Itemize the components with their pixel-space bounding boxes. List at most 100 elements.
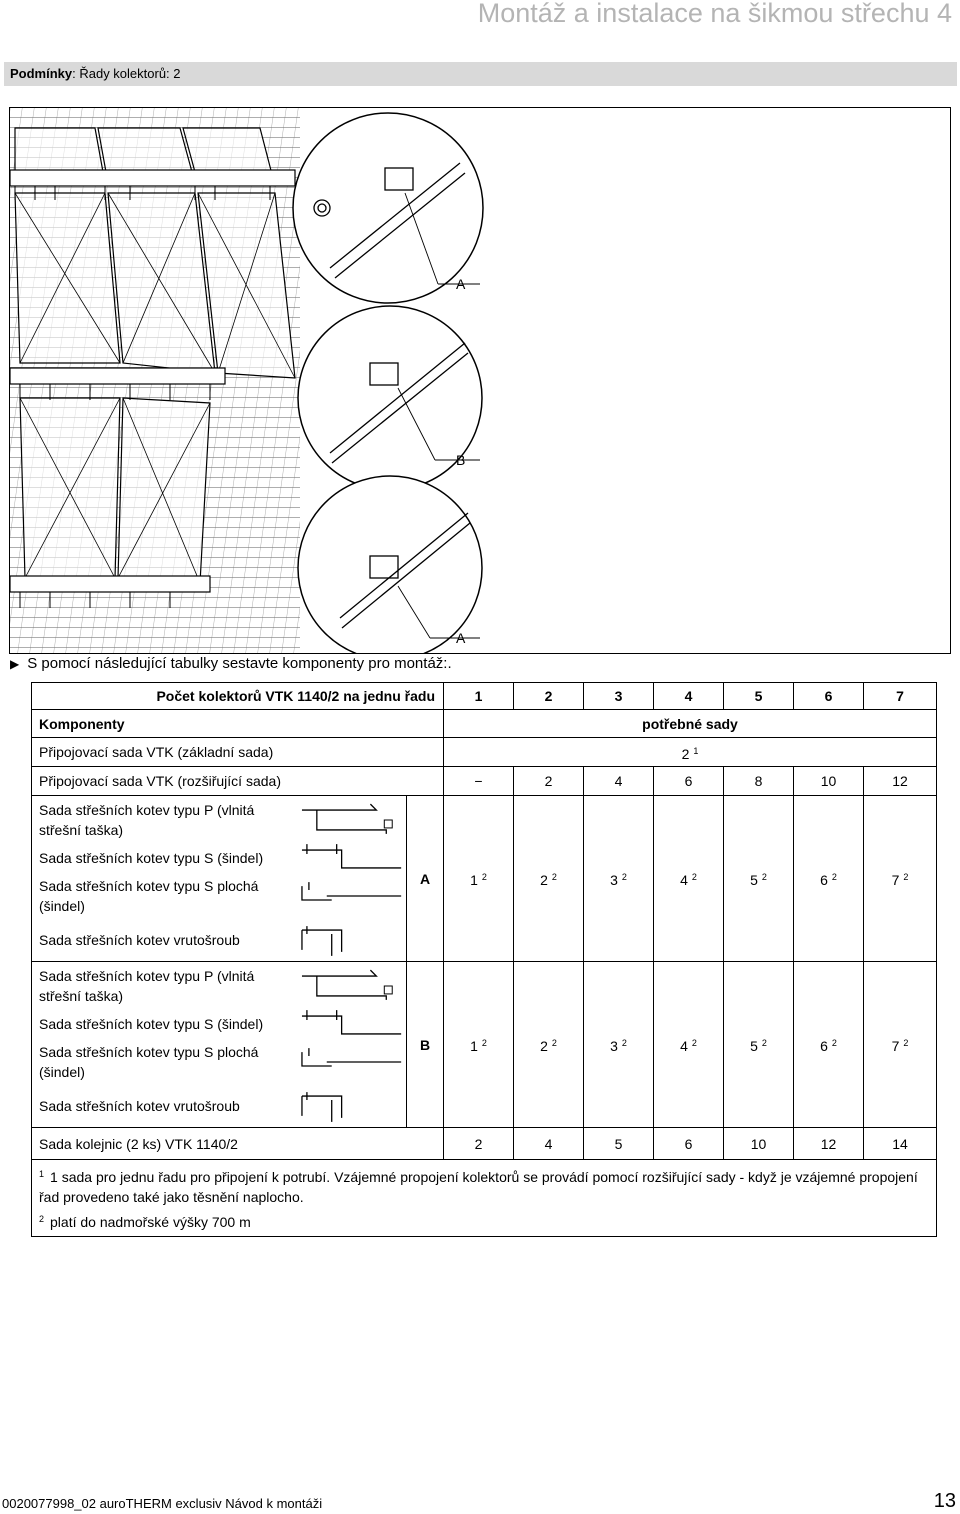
anchor-kit-screw-label: Sada střešních kotev vrutošroub — [39, 931, 240, 948]
rail-kit-value: 10 — [723, 1127, 794, 1160]
col-header: 5 — [723, 682, 794, 710]
group-b-count: 4 — [680, 1038, 688, 1054]
group-a-count: 4 — [680, 872, 688, 888]
components-table: Počet kolektorů VTK 1140/2 na jednu řadu… — [31, 682, 937, 1237]
col-header: 6 — [793, 682, 864, 710]
col-header: 3 — [583, 682, 654, 710]
col-header: 1 — [443, 682, 514, 710]
footnote-ref: 2 — [481, 1038, 487, 1048]
rail-kit-value: 14 — [863, 1127, 937, 1160]
anchor-s-icon — [301, 843, 402, 869]
group-a-count: 5 — [750, 872, 758, 888]
anchor-p-icon — [301, 803, 393, 834]
anchor-kit-p-label: Sada střešních kotev typu P (vlnitá stře… — [39, 967, 255, 1004]
rail-kit-value: 6 — [653, 1127, 724, 1160]
footnote-ref: 2 — [691, 1038, 697, 1048]
footnote-ref: 2 — [691, 872, 697, 882]
group-b-count: 3 — [610, 1038, 618, 1054]
group-a-components: Sada střešních kotev typu P (vlnitá stře… — [31, 795, 407, 962]
group-a-count: 2 — [540, 872, 548, 888]
col-header: 7 — [863, 682, 937, 710]
conditions-text: : Řady kolektorů: 2 — [72, 66, 181, 81]
footnote-mark: 1 — [39, 1169, 45, 1179]
play-arrow-icon: ▶ — [10, 657, 20, 671]
callout-a-bottom: A — [456, 630, 466, 646]
conditions-bar: Podmínky: Řady kolektorů: 2 — [4, 62, 957, 86]
anchor-s-icon — [301, 1009, 402, 1035]
group-a-count: 6 — [820, 872, 828, 888]
anchor-kit-screw-label: Sada střešních kotev vrutošroub — [39, 1097, 240, 1114]
conditions-label: Podmínky — [10, 66, 73, 81]
footnote-mark: 2 — [39, 1214, 45, 1224]
col-header: 2 — [513, 682, 584, 710]
footnote-ref: 2 — [621, 872, 627, 882]
footnote-ref: 2 — [761, 872, 767, 882]
anchor-s-flat-icon — [301, 881, 402, 901]
ext-kit-label: Připojovací sada VTK (rozšiřující sada) — [31, 766, 444, 796]
anchor-screw-icon — [301, 1091, 343, 1122]
anchor-kit-s-label: Sada střešních kotev typu S (šindel) — [39, 849, 264, 866]
rail-kit-value: 2 — [443, 1127, 514, 1160]
rail-kit-label: Sada kolejnic (2 ks) VTK 1140/2 — [31, 1127, 444, 1160]
list-item: Sada střešních kotev typu S (šindel) — [32, 843, 406, 873]
rail-kit-value: 4 — [513, 1127, 584, 1160]
callout-a-top: A — [456, 276, 466, 292]
components-label: Komponenty — [31, 709, 444, 738]
footnote-ref: 2 — [761, 1038, 767, 1048]
group-a-count: 1 — [470, 872, 478, 888]
anchor-screw-icon — [301, 925, 343, 956]
group-b-components: Sada střešních kotev typu P (vlnitá stře… — [31, 961, 407, 1128]
ext-kit-value: 12 — [863, 766, 937, 796]
group-a-count: 7 — [891, 872, 900, 888]
basic-kit-count: 2 — [681, 745, 690, 762]
list-item: Sada střešních kotev typu S plochá (šind… — [32, 873, 406, 919]
rail-kit-value: 12 — [793, 1127, 864, 1160]
footnote-ref: 2 — [903, 872, 909, 882]
anchor-s-flat-icon — [301, 1047, 402, 1067]
footnote-ref: 2 — [831, 872, 837, 882]
anchor-kit-s-flat-label: Sada střešních kotev typu S plochá (šind… — [39, 877, 259, 914]
footnote-ref: 2 — [551, 872, 557, 882]
required-label: potřebné sady — [443, 709, 937, 738]
footer-document: 0020077998_02 auroTHERM exclusiv Návod k… — [2, 1496, 323, 1511]
group-b-letter: B — [406, 961, 444, 1128]
instruction-step: ▶ S pomocí následující tabulky sestavte k… — [10, 655, 452, 672]
page-number: 13 — [933, 1490, 956, 1512]
group-b-count: 5 — [750, 1038, 758, 1054]
ext-kit-value: 2 — [513, 766, 584, 796]
group-a-letter: A — [406, 795, 444, 962]
list-item: Sada střešních kotev typu P (vlnitá stře… — [32, 963, 406, 1009]
installation-figure: A B A — [9, 107, 951, 654]
ext-kit-value: 6 — [653, 766, 724, 796]
group-b-count: 2 — [540, 1038, 548, 1054]
anchor-kit-s-label: Sada střešních kotev typu S (šindel) — [39, 1015, 264, 1032]
col-header: 4 — [653, 682, 724, 710]
footnote-ref: 2 — [831, 1038, 837, 1048]
list-item: Sada střešních kotev vrutošroub — [32, 919, 406, 961]
anchor-kit-s-flat-label: Sada střešních kotev typu S plochá (šind… — [39, 1043, 259, 1080]
group-b-count: 6 — [820, 1038, 828, 1054]
group-b-count: 7 — [891, 1038, 900, 1054]
footnote-ref: 2 — [481, 872, 487, 882]
group-b-count: 1 — [470, 1038, 478, 1054]
footnote-ref: 2 — [903, 1038, 909, 1048]
instruction-text: S pomocí následující tabulky sestavte ko… — [27, 655, 452, 672]
page-header-title: Montáž a instalace na šikmou střechu 4 — [477, 0, 952, 28]
basic-kit-label: Připojovací sada VTK (základní sada) — [31, 737, 444, 767]
